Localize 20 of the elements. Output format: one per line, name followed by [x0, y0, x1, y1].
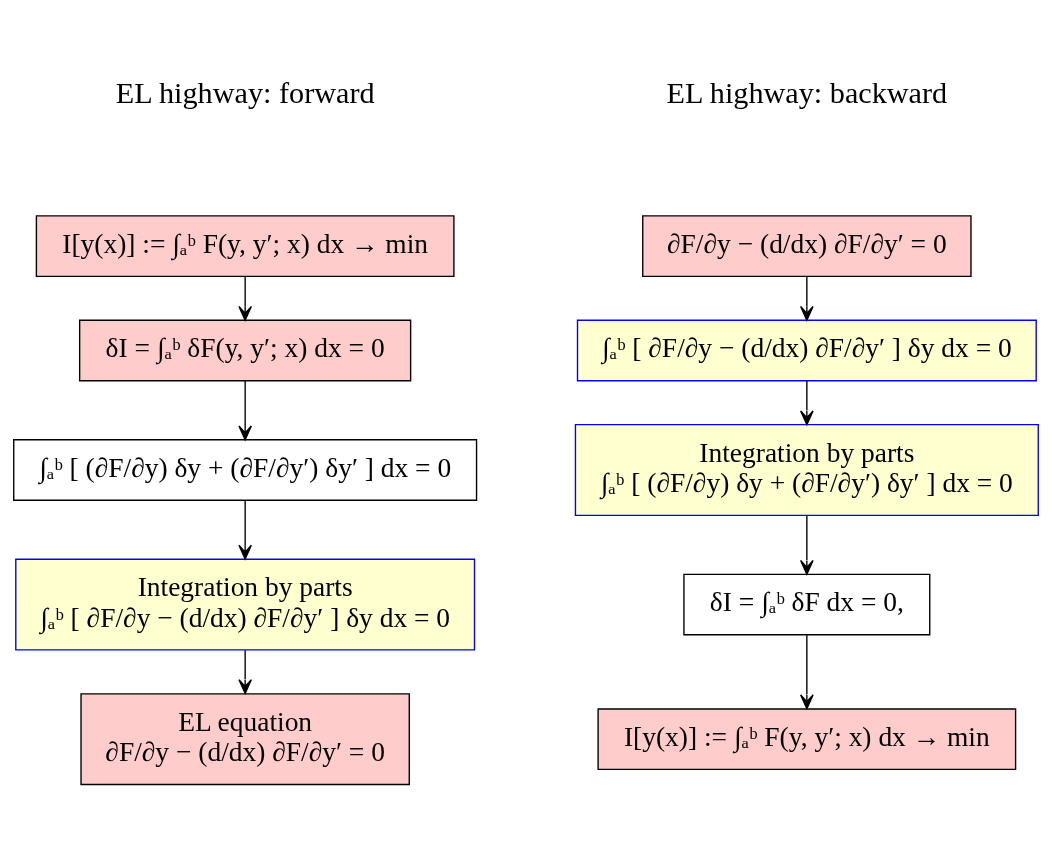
- node-box: I[y(x)] := ∫ₐᵇ F(y, y′; x) dx → min: [597, 707, 1017, 770]
- node-box: ∂F/∂y − (d/dx) ∂F/∂y′ = 0: [642, 214, 972, 277]
- arrow: [238, 379, 252, 440]
- arrow: [238, 499, 252, 560]
- label: EL highway: forward: [115, 75, 375, 110]
- node-box: ∫ₐᵇ [ ∂F/∂y − (d/dx) ∂F/∂y′ ] δy dx = 0: [576, 319, 1037, 381]
- node-box: δI = ∫ₐᵇ δF dx = 0,: [683, 573, 931, 635]
- arrow: [238, 275, 252, 321]
- arrow: [238, 649, 252, 694]
- node-box: I[y(x)] := ∫ₐᵇ F(y, y′; x) dx → min: [35, 214, 455, 277]
- arrow: [800, 634, 814, 709]
- node-box: Integration by parts ∫ₐᵇ [ ∂F/∂y − (d/dx) ∂F/∂y′ ] δy dx = 0: [15, 558, 476, 651]
- arrow: [800, 379, 814, 425]
- arrow: [800, 275, 814, 321]
- arrow: [800, 514, 814, 575]
- node-box: δI = ∫ₐᵇ δF(y, y′; x) dx = 0: [78, 319, 412, 381]
- label: EL highway: backward: [666, 75, 948, 110]
- node-box: ∫ₐᵇ [ (∂F/∂y) δy + (∂F/∂y′) δy′ ] dx = 0: [13, 438, 478, 501]
- node-box: EL equation ∂F/∂y − (d/dx) ∂F/∂y′ = 0: [80, 692, 410, 785]
- node-box: Integration by parts ∫ₐᵇ [ (∂F/∂y) δy + (∂F/∂y′) δy′ ] dx = 0: [574, 423, 1039, 516]
